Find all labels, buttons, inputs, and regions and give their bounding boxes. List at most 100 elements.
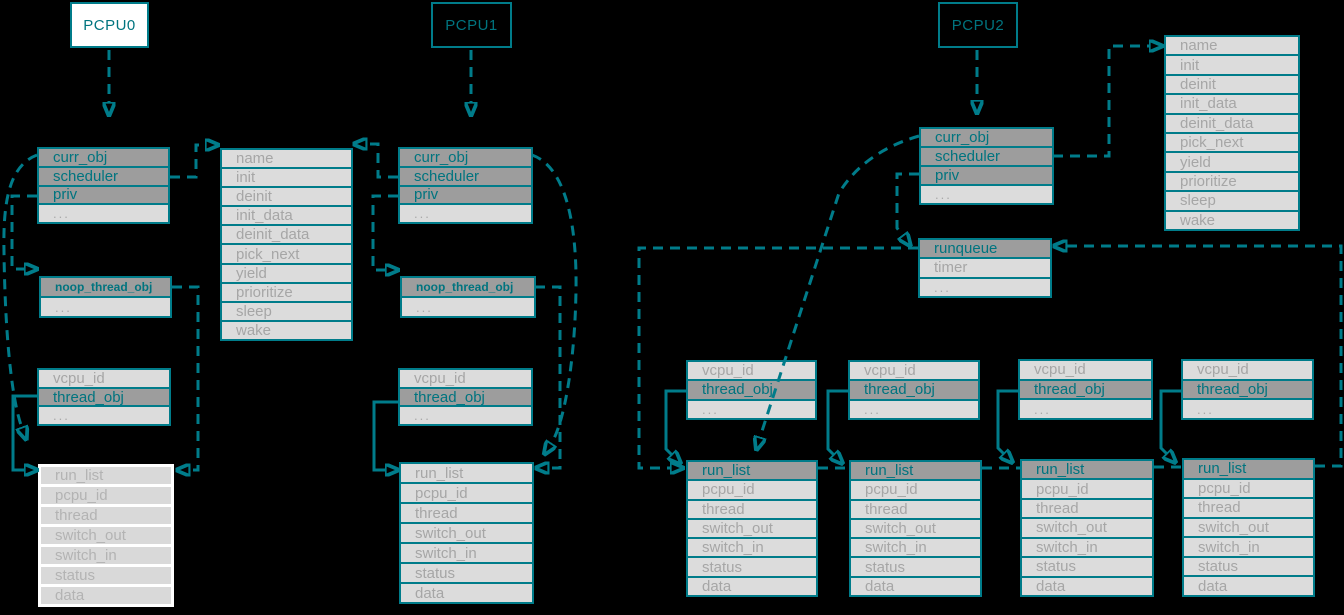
pcpu0-thread-struct: run_list pcpu_id thread switch_out switc… [38, 464, 174, 607]
field-yield: yield [222, 262, 351, 282]
field-thread-obj: thread_obj [1020, 378, 1151, 399]
pcpu2-thread1-struct: run_list pcpu_id thread switch_out switc… [849, 460, 982, 597]
field-deinit: deinit [222, 186, 351, 206]
edge-pcpu1-curr-obj-to-thread [531, 153, 578, 444]
edge-pcpu1-thread-obj-to-thread [372, 400, 398, 470]
field-priv: priv [400, 184, 531, 204]
field-run-list: run_list [688, 462, 816, 480]
field-thread: thread [1184, 497, 1313, 517]
edge-pcpu0-curr-obj-to-thread [2, 153, 38, 428]
field-name: name [222, 150, 351, 168]
edge-run-list3-to-runqueue [1066, 246, 1343, 468]
field-deinit-data: deinit_data [1166, 112, 1298, 133]
field-ellipsis: ... [1020, 398, 1151, 419]
pcpu2-node: PCPU2 [938, 2, 1018, 48]
field-status: status [401, 562, 532, 582]
field-ellipsis: ... [39, 405, 169, 425]
field-ellipsis: ... [402, 296, 534, 316]
pcpu1-node: PCPU1 [431, 2, 512, 48]
field-data: data [401, 582, 532, 602]
field-data: data [41, 587, 171, 604]
field-pcpu-id: pcpu_id [688, 479, 816, 499]
field-vcpu-id: vcpu_id [688, 362, 815, 380]
field-vcpu-id: vcpu_id [1020, 361, 1151, 379]
field-pcpu-id: pcpu_id [41, 487, 171, 504]
edge-runqueue-to-thread0-run-list [637, 246, 918, 468]
field-switch-out: switch_out [41, 527, 171, 544]
edge-pcpu1-noop-to-thread [535, 285, 562, 468]
edge-pcpu1-scheduler-to-ops [366, 144, 398, 179]
edge-pcpu0-noop-to-thread [172, 285, 200, 470]
field-ellipsis: ... [41, 296, 170, 316]
pcpu2-thread3-struct: run_list pcpu_id thread switch_out switc… [1182, 458, 1315, 597]
field-curr-obj: curr_obj [39, 149, 168, 166]
field-switch-in: switch_in [851, 537, 980, 557]
pcpu2-vcpu0-struct: vcpu_id thread_obj ... [686, 360, 817, 420]
field-sleep: sleep [222, 300, 351, 320]
field-runqueue: runqueue [920, 240, 1050, 258]
field-vcpu-id: vcpu_id [1183, 361, 1312, 379]
field-run-list: run_list [1184, 460, 1313, 478]
field-status: status [41, 567, 171, 584]
field-switch-out: switch_out [688, 517, 816, 538]
field-thread: thread [688, 498, 816, 518]
field-wake: wake [222, 319, 351, 339]
field-ellipsis: ... [400, 203, 531, 222]
pcpu0-vcpu-struct: vcpu_id thread_obj ... [37, 368, 171, 426]
field-data: data [688, 575, 816, 595]
field-data: data [1022, 575, 1152, 595]
field-thread-obj: thread_obj [850, 379, 978, 399]
field-init-data: init_data [222, 205, 351, 225]
edge-pcpu2-vcpu2-thread-obj-to-thread [996, 389, 1018, 454]
pcpu2-thread2-struct: run_list pcpu_id thread switch_out switc… [1020, 459, 1154, 597]
field-switch-in: switch_in [401, 542, 532, 562]
field-timer: timer [920, 257, 1050, 277]
field-init-data: init_data [1166, 93, 1298, 113]
field-pick-next: pick_next [222, 243, 351, 263]
field-thread-obj: thread_obj [688, 379, 815, 399]
field-vcpu-id: vcpu_id [400, 370, 531, 387]
pcpu0-noop-thread-struct: noop_thread_obj ... [39, 276, 172, 318]
field-thread-obj: thread_obj [400, 386, 531, 406]
field-ellipsis: ... [400, 405, 531, 425]
field-pcpu-id: pcpu_id [1184, 477, 1313, 498]
field-ellipsis: ... [1183, 398, 1312, 419]
field-pcpu-id: pcpu_id [401, 482, 532, 502]
field-name: name [1166, 37, 1298, 55]
field-switch-in: switch_in [1184, 536, 1313, 556]
field-sleep: sleep [1166, 190, 1298, 210]
edge-pcpu2-vcpu1-thread-obj-to-thread [826, 389, 848, 455]
field-data: data [851, 575, 980, 595]
field-switch-out: switch_out [1022, 517, 1152, 537]
field-switch-out: switch_out [851, 517, 980, 538]
field-pcpu-id: pcpu_id [1022, 478, 1152, 498]
field-thread: thread [401, 502, 532, 522]
field-wake: wake [1166, 209, 1298, 230]
runqueue-struct: runqueue timer ... [918, 238, 1052, 298]
pcpu1-vcpu-struct: vcpu_id thread_obj ... [398, 368, 533, 426]
pcpu2-thread0-struct: run_list pcpu_id thread switch_out switc… [686, 460, 818, 597]
field-status: status [688, 556, 816, 576]
edge-pcpu1-priv-to-noop [371, 194, 398, 270]
field-noop-thread-obj: noop_thread_obj [402, 278, 534, 296]
pcpu2-sched-object-struct: curr_obj scheduler priv ... [919, 127, 1054, 205]
scheduler-ops-struct-left: name init deinit init_data deinit_data p… [220, 148, 353, 341]
pcpu1-thread-struct: run_list pcpu_id thread switch_out switc… [399, 462, 534, 604]
field-thread-obj: thread_obj [1183, 378, 1312, 399]
field-ellipsis: ... [921, 184, 1052, 203]
edge-pcpu2-scheduler-to-ops [1053, 46, 1150, 158]
pcpu0-node: PCPU0 [70, 2, 149, 48]
field-deinit-data: deinit_data [222, 224, 351, 244]
field-yield: yield [1166, 151, 1298, 171]
field-status: status [851, 556, 980, 576]
edge-pcpu2-vcpu0-thread-obj-to-thread [664, 389, 686, 455]
field-switch-in: switch_in [688, 537, 816, 557]
edge-pcpu0-scheduler-to-ops [170, 145, 206, 179]
field-run-list: run_list [401, 464, 532, 482]
field-pick-next: pick_next [1166, 132, 1298, 152]
field-switch-out: switch_out [1184, 516, 1313, 537]
edge-pcpu0-priv-to-noop [10, 194, 37, 269]
field-vcpu-id: vcpu_id [39, 370, 169, 387]
pcpu0-sched-object-struct: curr_obj scheduler priv ... [37, 147, 170, 224]
